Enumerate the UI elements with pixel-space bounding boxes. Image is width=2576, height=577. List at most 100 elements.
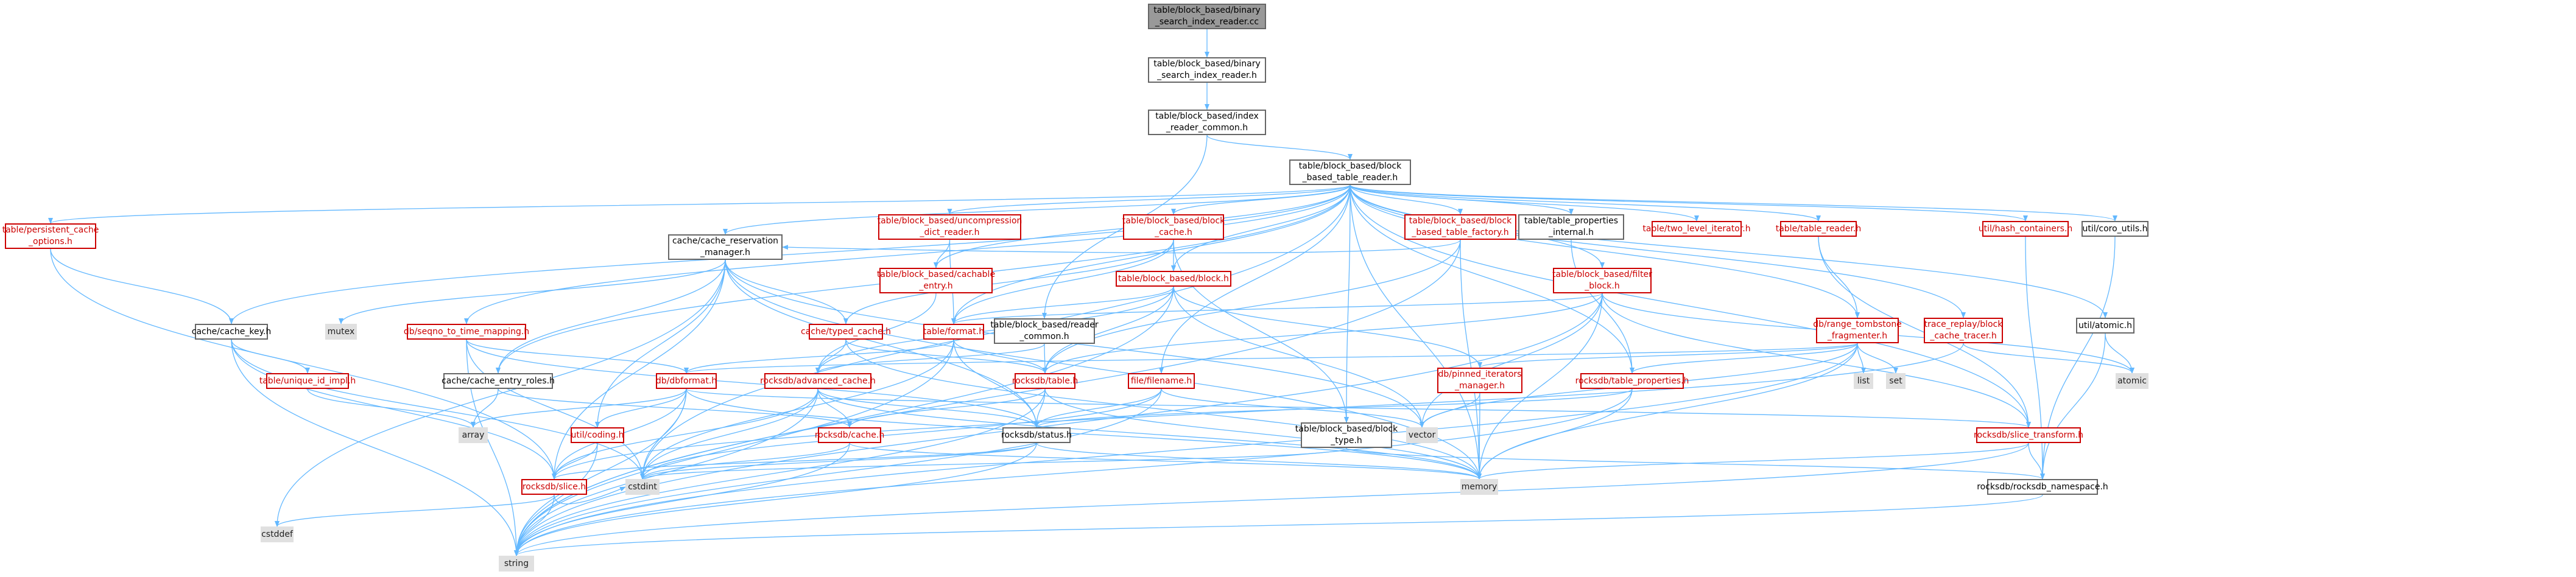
node-tc[interactable]: cache/typed_cache.h [801,324,891,340]
node-rtp[interactable]: rocksdb/table_properties.h [1575,373,1689,389]
edge-bbtr-to-bbc [1171,184,1351,215]
edge-btf-to-rt [1043,239,1461,374]
edge-ua-to-atomic [2105,333,2134,374]
edge-udr-to-bce [934,239,951,268]
edge-rtp-to-rstatus [1034,388,1633,428]
node-tf[interactable]: table/format.h [923,324,984,340]
node-memory: memory [1460,479,1498,495]
node-tli[interactable]: table/two_level_iterator.h [1642,221,1751,237]
edge-rstatus-to-rslice [552,442,1037,480]
node-fb[interactable]: table/block_based/filter _block.h [1552,268,1652,293]
edge-rbct-to-rslice [552,343,1964,480]
node-ck[interactable]: cache/cache_key.h [192,324,271,340]
node-tpi[interactable]: table/table_properties _internal.h [1518,214,1624,240]
edge-rac-to-cstdint [640,388,818,480]
edge-rns-to-string [514,494,2043,556]
node-pco[interactable]: table/persistent_cache _options.h [2,223,99,249]
node-rstatus[interactable]: rocksdb/status.h [1001,427,1072,443]
node-rcache[interactable]: rocksdb/cache.h [815,427,884,443]
edge-fb-to-vector [1420,293,1603,428]
edge-bbtr-to-hc [1350,184,2028,222]
edge-tf-to-df [684,339,954,374]
node-rbct[interactable]: trace_replay/block _cache_tracer.h [1924,318,2003,343]
node-rst[interactable]: rocksdb/slice_transform.h [1974,427,2083,443]
node-bbc[interactable]: table/block_based/block _cache.h [1122,214,1225,240]
edge-crm-to-tc [725,259,848,324]
edge-fb-to-rst [1602,293,2031,428]
node-cstdint: cstdint [625,479,660,495]
edge-pco-to-ck [50,248,234,324]
node-mutex: mutex [325,324,357,340]
edge-crm-to-rslice [552,259,726,480]
node-cu[interactable]: util/coro_utils.h [2082,221,2148,237]
edge-df-to-rst [686,388,2031,428]
node-bbtr[interactable]: table/block_based/block _based_table_rea… [1289,159,1411,185]
node-rc[interactable]: table/block_based/reader _common.h [990,318,1099,344]
node-rns[interactable]: rocksdb/rocksdb_namespace.h [1977,479,2108,495]
node-tr[interactable]: table/table_reader.h [1776,221,1861,237]
edge-bb-to-vector [1173,286,1424,428]
node-rslice[interactable]: rocksdb/slice.h [521,479,587,495]
edge-tr-to-rst [1818,236,2031,428]
edge-bbtr-to-tf [951,184,1351,324]
edge-ucod-to-string [514,442,598,556]
edge-rcache-to-memory [849,442,1482,480]
node-btf[interactable]: table/block_based/block _based_table_fac… [1404,214,1516,240]
edge-bbc-to-tf [951,239,1174,324]
edge-rtf-to-set [1857,343,1898,374]
edge-bbtr-to-rtp [1350,184,1635,374]
edge-fb-to-string [514,293,1603,556]
node-ucod[interactable]: util/coding.h [571,427,624,443]
edge-irc-to-bbtr [1206,135,1353,160]
edge-rtf-to-df [684,343,1858,374]
node-ua[interactable]: util/atomic.h [2076,318,2134,334]
edge-rac-to-rslice [552,388,818,480]
node-df[interactable]: db/dbformat.h [656,373,717,389]
node-uid[interactable]: table/unique_id_impl.h [259,373,356,389]
edge-stm-to-cstdint [466,339,645,480]
edge-rac-to-rstatus [817,388,1039,428]
node-bsir[interactable]: table/block_based/binary _search_index_r… [1148,57,1266,83]
node-irc[interactable]: table/block_based/index _reader_common.h [1148,110,1266,135]
edge-pco-to-rslice [50,248,557,480]
edge-rt-to-string [514,388,1046,556]
edge-bbtr-to-rtf [1350,184,1860,318]
edge-uid-to-array [307,388,476,428]
node-cstddef: cstddef [261,526,294,542]
edge-rc-to-rt [1042,343,1047,374]
node-hc[interactable]: util/hash_containers.h [1979,221,2072,237]
node-root[interactable]: table/block_based/binary _search_index_r… [1148,4,1266,29]
node-stm[interactable]: db/seqno_to_time_mapping.h [404,324,529,340]
node-rt[interactable]: rocksdb/table.h [1012,373,1078,389]
edge-rcache-to-cstdint [640,442,850,480]
edge-rtp-to-string [514,388,1633,556]
edge-rcache-to-string [514,442,850,556]
edge-rac-to-memory [817,388,1482,480]
node-rac[interactable]: rocksdb/advanced_cache.h [760,373,876,389]
edge-ck-to-rslice [231,339,557,480]
node-rtf[interactable]: db/range_tombstone _fragmenter.h [1813,318,1902,343]
edge-bbt-to-rns [1346,447,2045,480]
node-ff[interactable]: file/filename.h [1128,373,1195,389]
edge-bbtr-to-tli [1350,184,1699,222]
node-string: string [499,556,534,572]
node-pim[interactable]: db/pinned_iterators _manager.h [1437,368,1522,393]
edge-rstatus-to-memory [1036,442,1482,480]
node-vector: vector [1406,427,1438,443]
edge-rst-to-string [514,442,2029,556]
node-crm[interactable]: cache/cache_reservation _manager.h [668,234,783,260]
edge-bbtr-to-ua [1350,184,2108,318]
edge-df-to-array [471,388,687,428]
edge-crm-to-cer [496,259,726,374]
node-udr[interactable]: table/block_based/uncompression _dict_re… [878,214,1022,240]
edge-rtf-to-string [514,343,1858,556]
node-bbt[interactable]: table/block_based/block _type.h [1295,422,1398,448]
edge-tf-to-rstatus [953,339,1039,428]
node-bb[interactable]: table/block_based/block.h [1116,271,1231,287]
node-cer[interactable]: cache/cache_entry_roles.h [442,373,555,389]
edge-bbtr-to-rbct [1350,184,1966,318]
node-bce[interactable]: table/block_based/cachable _entry.h [877,268,995,293]
edge-rt-to-memory [1044,388,1482,480]
edge-rslice-to-cstdint [554,486,626,505]
